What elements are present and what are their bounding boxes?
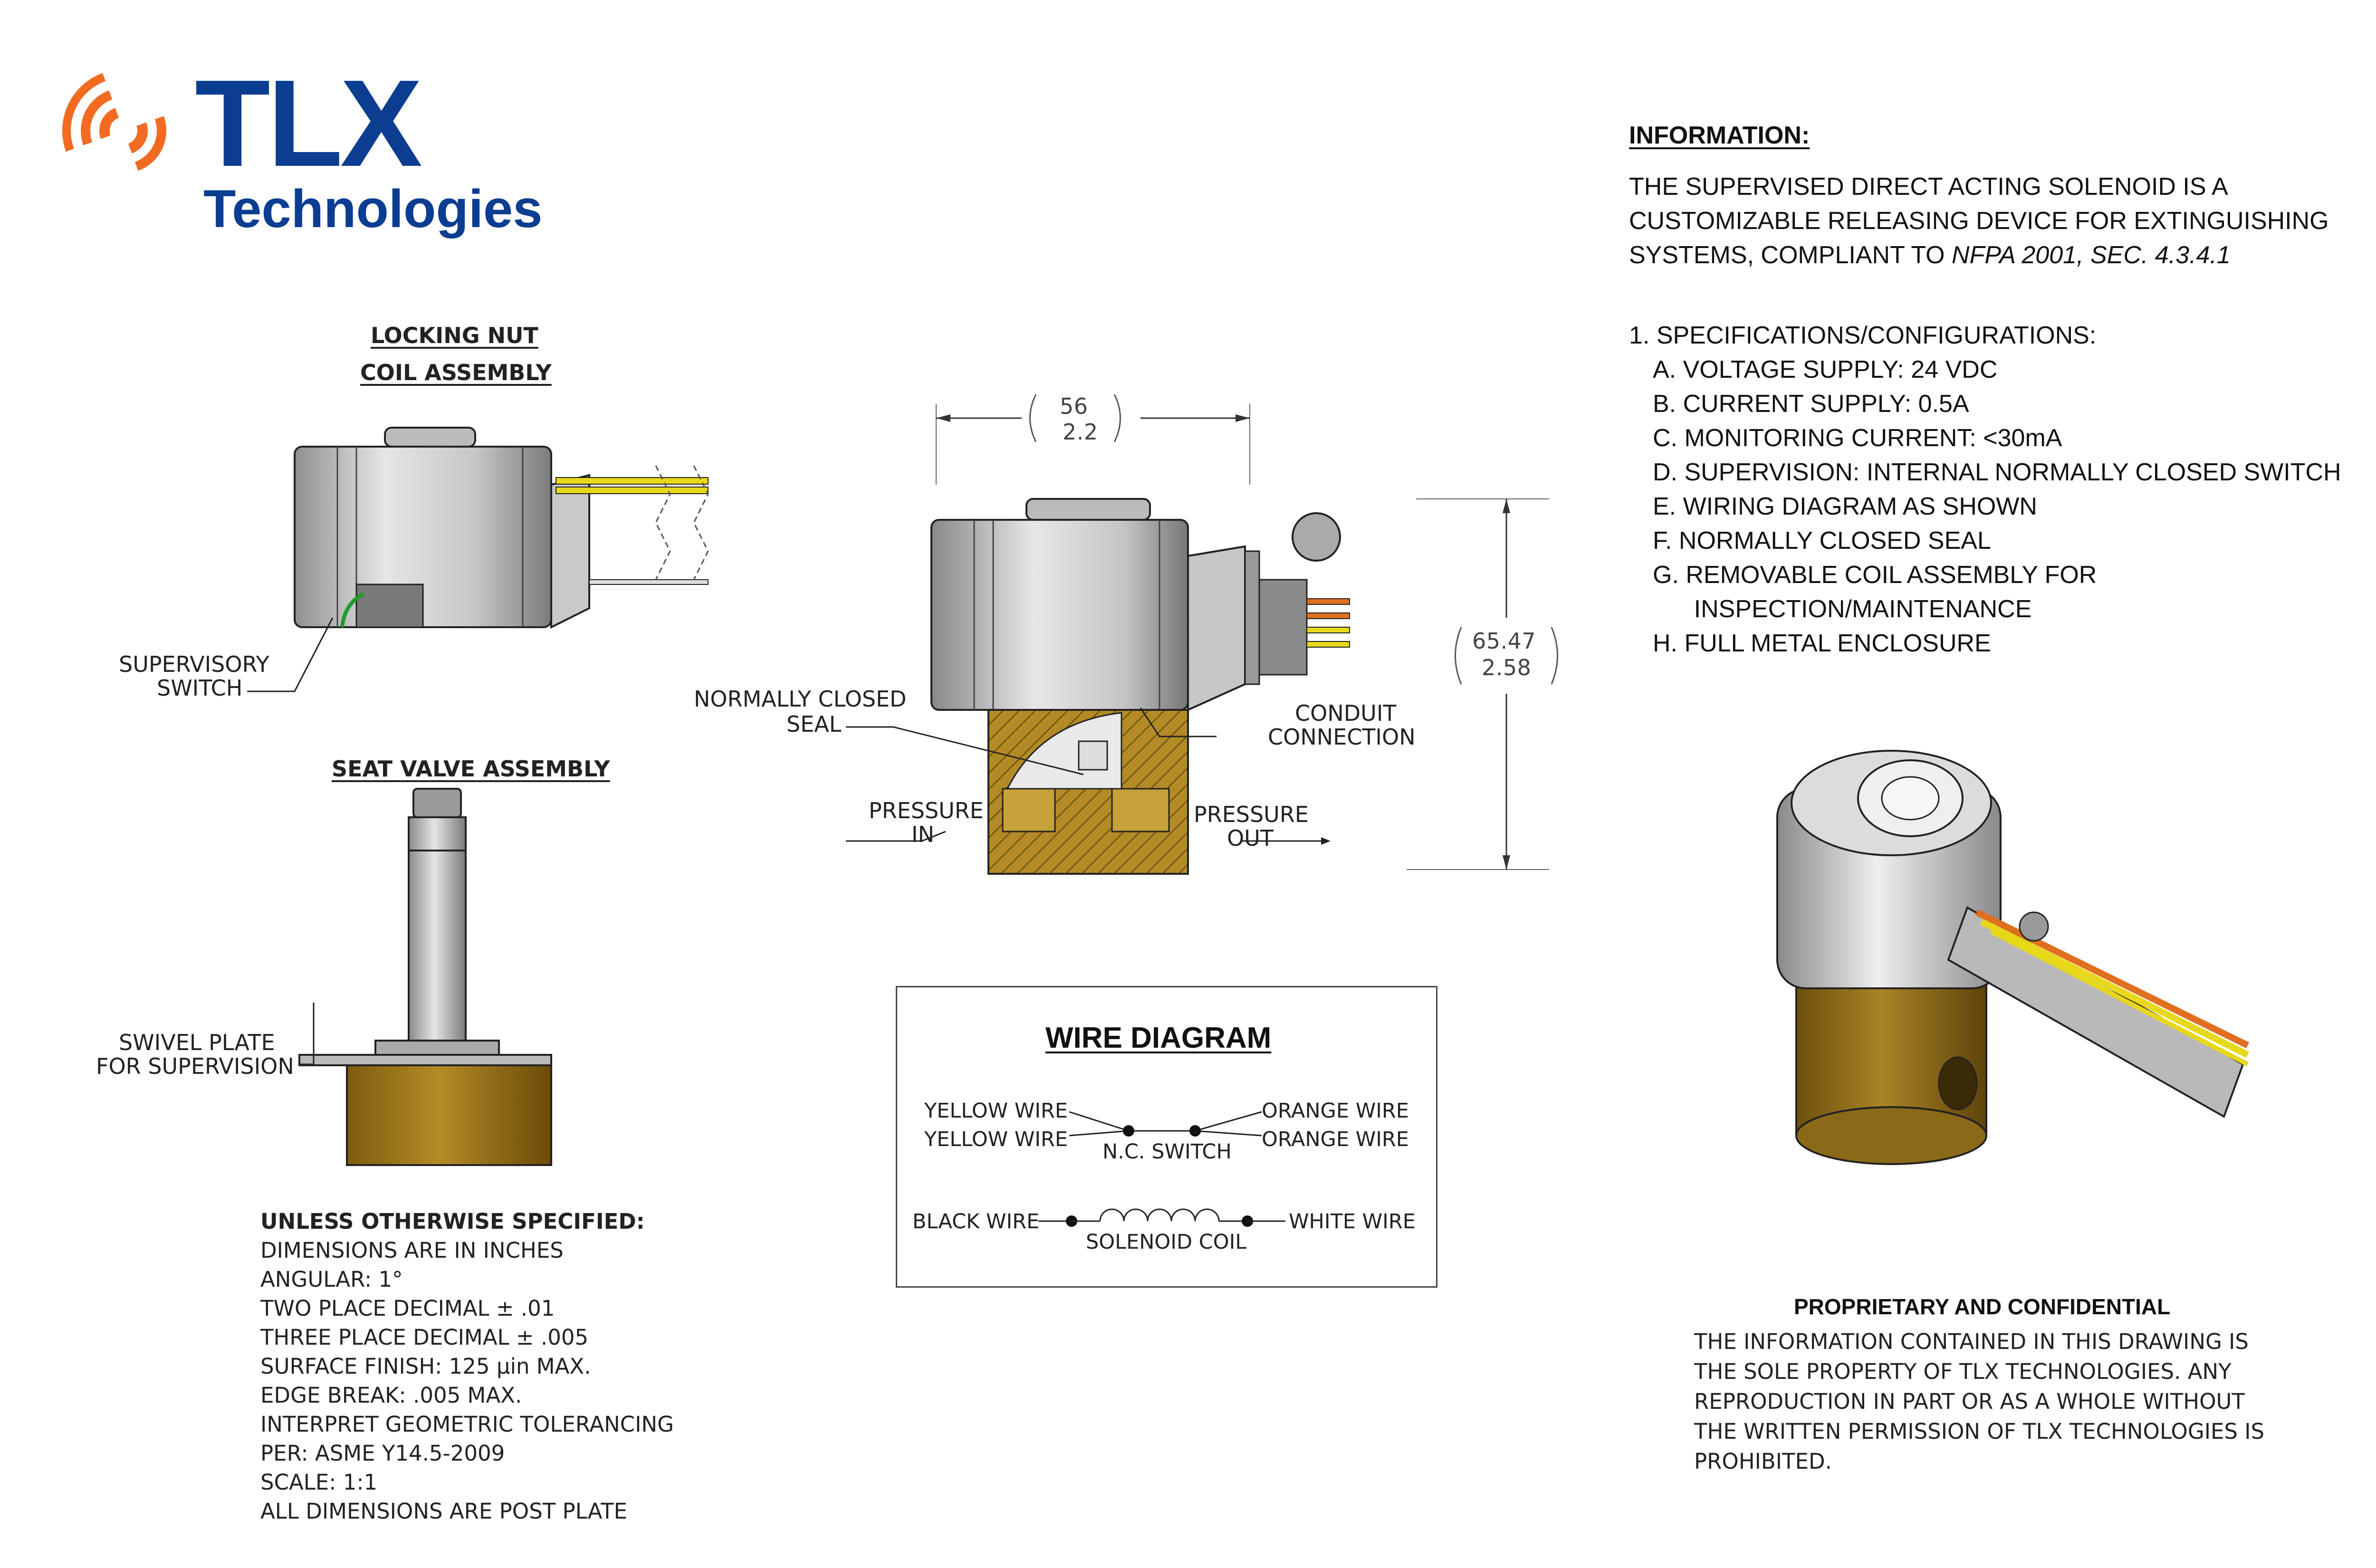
info-intro-2: CUSTOMIZABLE RELEASING DEVICE FOR EXTING… [1629,207,2329,235]
coil-assembly-drawing [294,427,709,629]
spec-item: C. MONITORING CURRENT: <30mA [1653,424,2062,452]
spec-item: D. SUPERVISION: INTERNAL NORMALLY CLOSED… [1653,459,2341,486]
spec-item: B. CURRENT SUPPLY: 0.5A [1653,390,1969,418]
wire-nc-switch: N.C. SWITCH [1102,1140,1232,1164]
note-line: INTERPRET GEOMETRIC TOLERANCING [260,1412,674,1437]
label-supervisory-switch-1: SUPERVISORY [119,651,269,677]
wire-solenoid-coil: SOLENOID COIL [1086,1230,1247,1254]
wire-black: BLACK WIRE [912,1210,1040,1233]
dim-width-mm: 56 [1060,393,1088,419]
spec-item: F. NORMALLY CLOSED SEAL [1653,527,1991,555]
spec-list: A. VOLTAGE SUPPLY: 24 VDC B. CURRENT SUP… [1653,353,2341,660]
info-intro-3: SYSTEMS, COMPLIANT TO NFPA 2001, SEC. 4.… [1629,241,2231,269]
coil-title-1: LOCKING NUT [371,323,538,348]
main-section-drawing [930,498,1350,875]
note-line: TWO PLACE DECIMAL ± .01 [260,1296,555,1321]
wire-yellow-2: YELLOW WIRE [924,1128,1068,1151]
seat-title: SEAT VALVE ASSEMBLY [332,756,610,782]
seat-valve-drawing [298,788,552,1166]
proprietary-line: REPRODUCTION IN PART OR AS A WHOLE WITHO… [1694,1389,2245,1414]
wire-diagram-schematic [1038,1111,1285,1227]
label-swivel-plate-2: FOR SUPERVISION [96,1053,294,1079]
proprietary-line: PROHIBITED. [1694,1449,1832,1474]
proprietary-line: THE SOLE PROPERTY OF TLX TECHNOLOGIES. A… [1694,1359,2232,1384]
spec-item: A. VOLTAGE SUPPLY: 24 VDC [1653,356,1998,383]
wire-diagram-title: WIRE DIAGRAM [1045,1022,1272,1054]
dim-height-in: 2.58 [1482,655,1532,680]
tlx-logo-icon [62,73,166,171]
note-line: THREE PLACE DECIMAL ± .005 [260,1325,589,1350]
info-intro: THE SUPERVISED DIRECT ACTING SOLENOID IS… [1629,170,2329,272]
note-line: ANGULAR: 1° [260,1267,403,1292]
isometric-view-drawing [1776,750,2250,1165]
note-line: DIMENSIONS ARE IN INCHES [260,1238,564,1263]
notes-list: DIMENSIONS ARE IN INCHES ANGULAR: 1° TWO… [260,1236,674,1526]
spec-item: G. REMOVABLE COIL ASSEMBLY FOR [1653,561,2097,589]
dim-width-in: 2.2 [1063,419,1098,445]
wire-orange-1: ORANGE WIRE [1262,1099,1409,1123]
note-line: ALL DIMENSIONS ARE POST PLATE [260,1499,628,1524]
proprietary-line: THE WRITTEN PERMISSION OF TLX TECHNOLOGI… [1694,1419,2265,1444]
spec-item: E. WIRING DIAGRAM AS SHOWN [1653,493,2037,520]
wire-diagram-box [896,986,1437,1288]
label-pressure-in-2: IN [911,822,934,847]
wire-yellow-1: YELLOW WIRE [924,1099,1068,1123]
label-nc-seal-2: SEAL [786,711,842,737]
label-pressure-out-2: OUT [1227,825,1274,851]
spec-item: H. FULL METAL ENCLOSURE [1653,630,1991,657]
proprietary-heading: PROPRIETARY AND CONFIDENTIAL [1794,1294,2171,1319]
proprietary-body: THE INFORMATION CONTAINED IN THIS DRAWIN… [1694,1327,2264,1476]
label-nc-seal-1: NORMALLY CLOSED [694,686,907,712]
logo-brand: TLX [195,55,422,192]
label-swivel-plate-1: SWIVEL PLATE [119,1030,275,1055]
label-pressure-out-1: PRESSURE [1194,802,1309,827]
proprietary-line: THE INFORMATION CONTAINED IN THIS DRAWIN… [1694,1329,2249,1354]
spec-heading: 1. SPECIFICATIONS/CONFIGURATIONS: [1629,322,2097,349]
info-intro-1: THE SUPERVISED DIRECT ACTING SOLENOID IS… [1629,173,2228,201]
info-heading: INFORMATION: [1629,122,1810,149]
label-supervisory-switch-2: SWITCH [157,675,243,701]
logo-subtitle: Technologies [203,179,543,239]
note-line: PER: ASME Y14.5-2009 [260,1441,505,1466]
label-pressure-in-1: PRESSURE [869,798,984,823]
dimension-lines [936,394,1558,870]
wire-white: WHITE WIRE [1289,1210,1416,1233]
coil-title-2: COIL ASSEMBLY [360,360,552,385]
spec-item: INSPECTION/MAINTENANCE [1653,595,2032,623]
wire-orange-2: ORANGE WIRE [1262,1128,1409,1151]
notes-heading: UNLESS OTHERWISE SPECIFIED: [260,1209,645,1234]
note-line: SURFACE FINISH: 125 µin MAX. [260,1354,591,1379]
note-line: SCALE: 1:1 [260,1470,378,1495]
note-line: EDGE BREAK: .005 MAX. [260,1383,522,1408]
label-conduit-2: CONNECTION [1268,724,1416,750]
label-conduit-1: CONDUIT [1295,700,1397,726]
dim-height-mm: 65.47 [1472,628,1536,654]
